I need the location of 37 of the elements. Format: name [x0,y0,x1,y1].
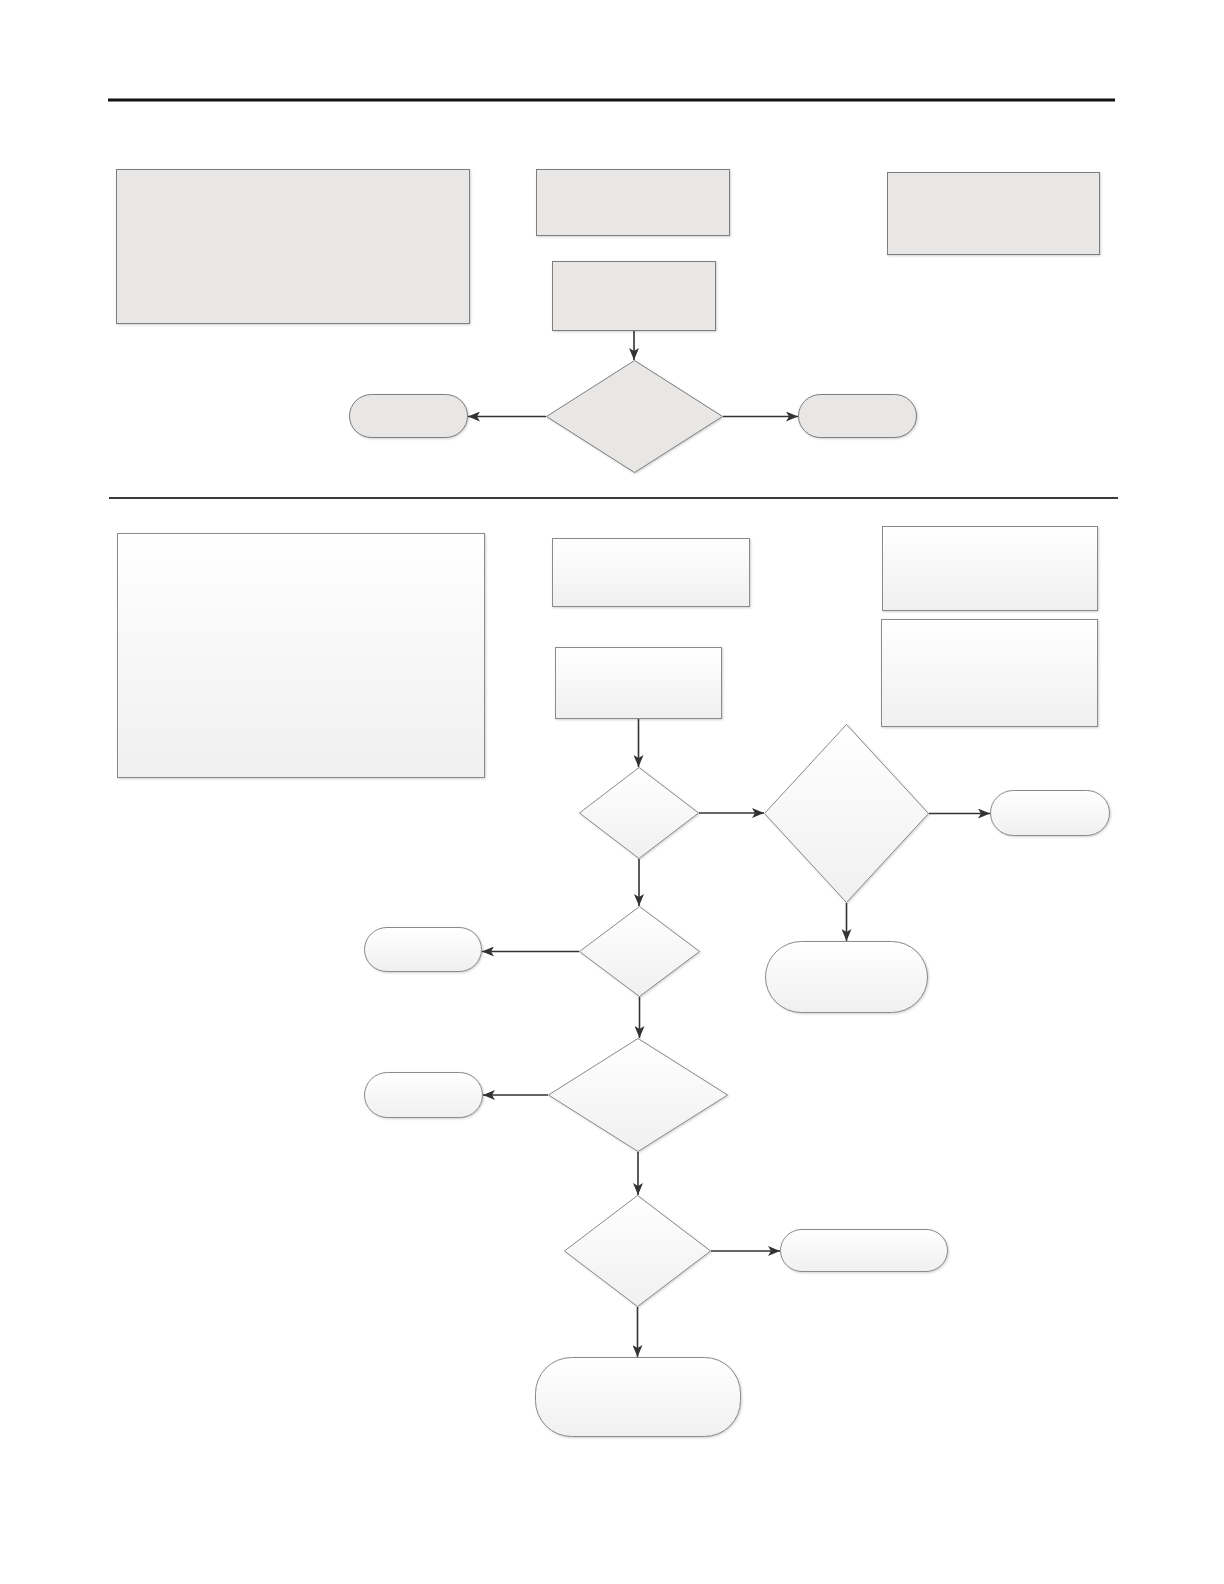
terminal-pill [364,1072,483,1118]
arrow [633,1151,643,1196]
arrow [632,1306,643,1358]
process-box [552,538,750,607]
decision-diamond [564,1195,711,1307]
arrow [481,946,580,957]
terminal-pill [780,1229,948,1272]
process-box [536,169,730,236]
terminal-pill [798,394,917,438]
arrow [634,996,645,1039]
process-box [887,172,1100,255]
terminal-pill [990,790,1110,836]
decision-diamond [579,906,700,997]
process-box [116,169,470,324]
arrow [467,411,547,422]
decision-diamond [548,1038,728,1152]
arrow [928,808,991,819]
terminal-pill [364,927,482,972]
arrow [710,1246,781,1256]
decision-diamond [546,360,723,473]
arrow [634,858,644,907]
arrow [482,1090,549,1100]
terminal-pill [765,941,928,1013]
arrow [629,330,639,361]
process-box [117,533,485,778]
process-box [882,526,1098,611]
process-box [555,647,722,719]
terminal-pill [535,1357,741,1437]
arrow [722,411,799,422]
decision-diamond [764,724,929,903]
process-box [881,619,1098,727]
decision-diamond [579,767,699,859]
terminal-pill [349,394,468,438]
arrow [698,808,765,818]
process-box [552,261,716,331]
arrow [841,902,852,942]
arrow [633,718,644,768]
